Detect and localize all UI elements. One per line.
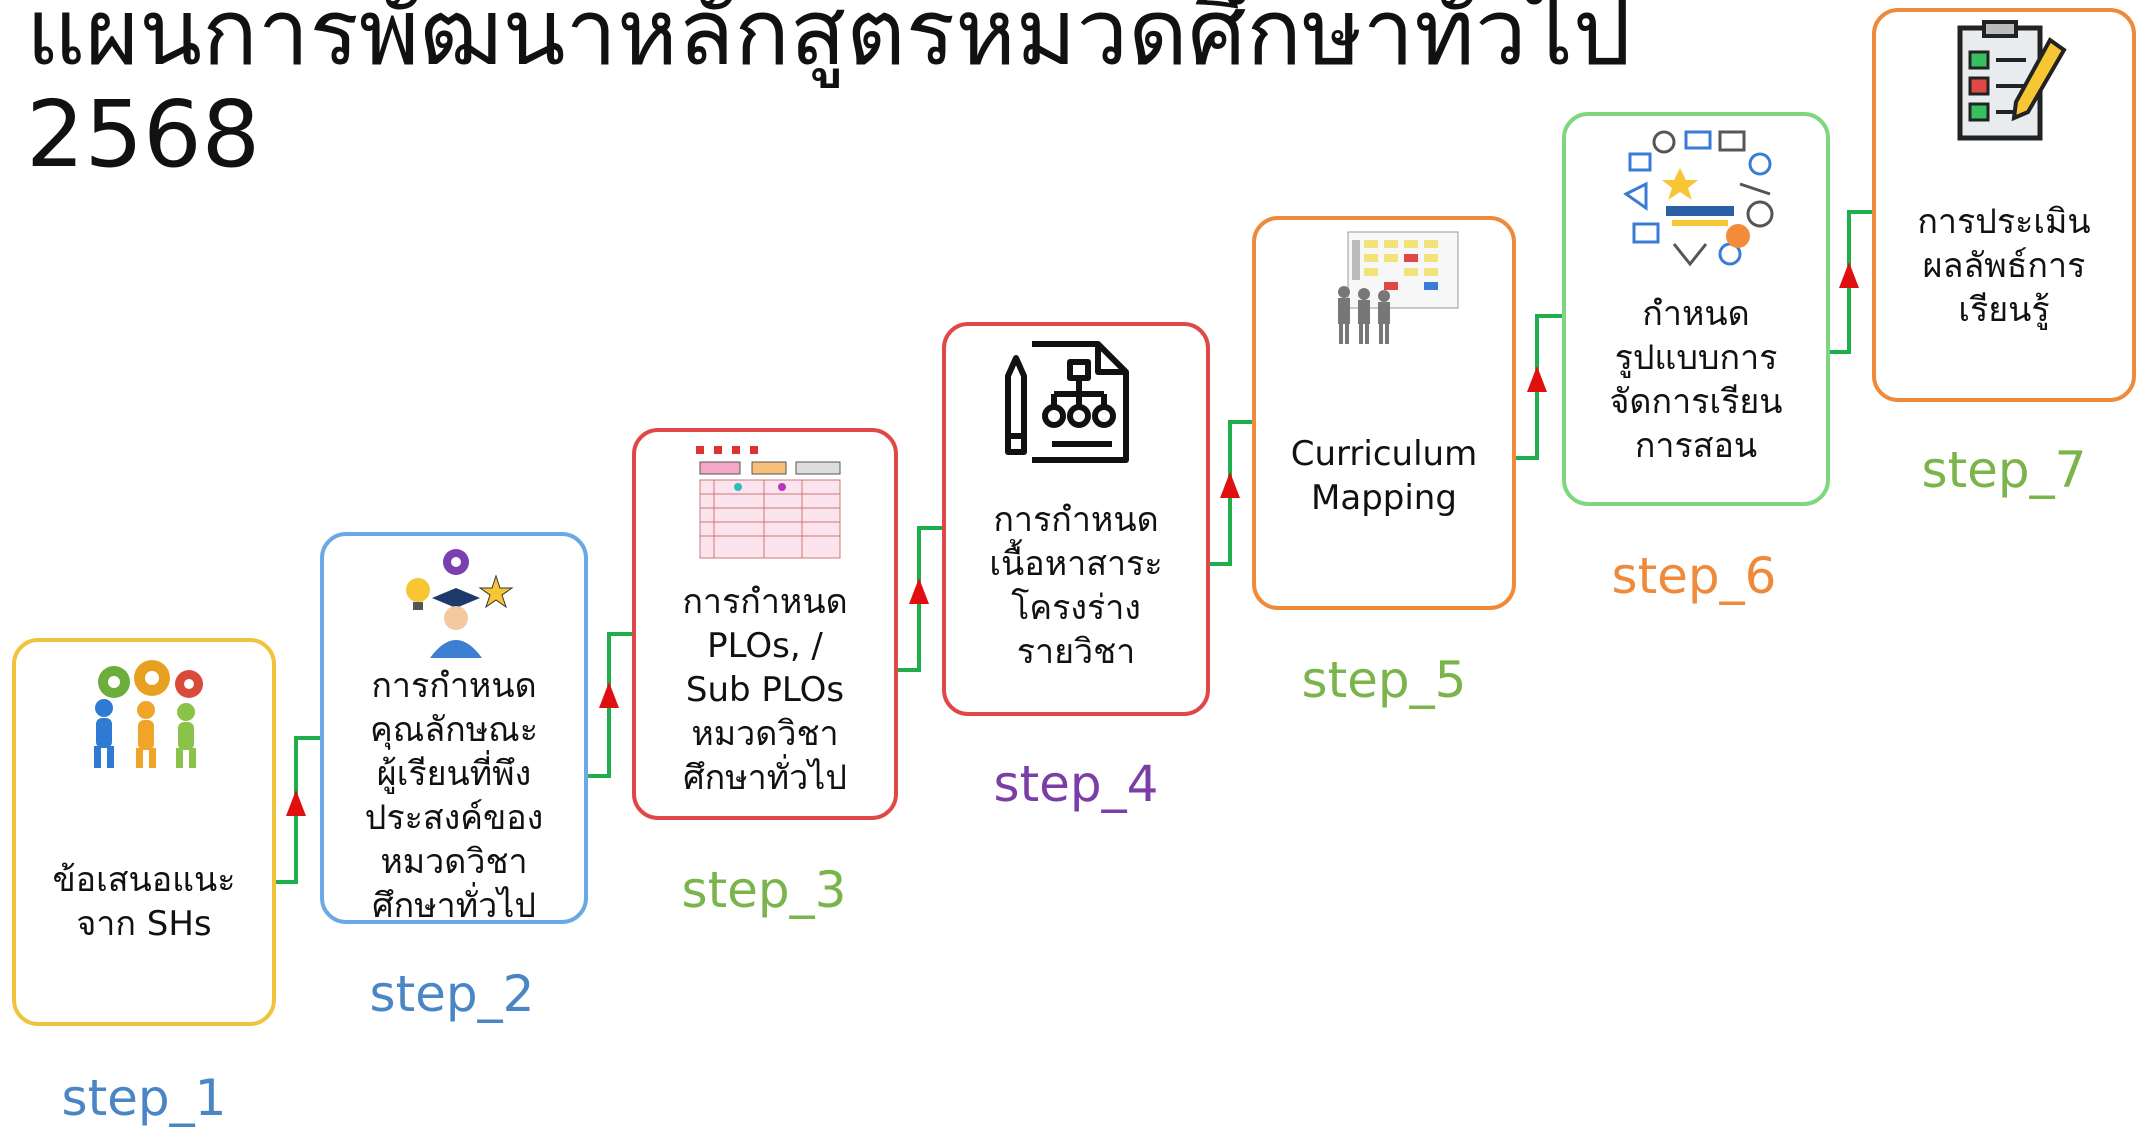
- step-3-text-line: PLOs, /: [707, 626, 823, 666]
- step-1-label: step_1: [61, 1069, 227, 1127]
- step-7-text-line: ผลลัพธ์การ: [1922, 246, 2086, 286]
- step-2-text-line: ศึกษาทั่วไป: [372, 886, 536, 926]
- step-2-text: การกำหนด คุณลักษณะ ผู้เรียนที่พึง ประสงค…: [324, 664, 584, 928]
- step-7-text: การประเมิน ผลลัพธ์การ เรียนรู้: [1876, 200, 2132, 332]
- teamwork-gears-icon: [94, 660, 203, 768]
- checklist-icon: [1957, 20, 2067, 141]
- step-4-label: step_4: [993, 755, 1159, 813]
- title-line-1: แผนการพัฒนาหลักสูตรหมวดศึกษาทั่วไป: [26, 0, 1632, 86]
- planning-board-icon: [1338, 231, 1459, 344]
- step-3-text-line: หมวดวิชา: [691, 714, 839, 754]
- arrow-up-6: [1839, 262, 1859, 288]
- step-7-card[interactable]: การประเมิน ผลลัพธ์การ เรียนรู้: [1872, 8, 2136, 402]
- step-5-text-line: Mapping: [1311, 478, 1457, 518]
- step-2-label: step_2: [369, 965, 535, 1023]
- step-3-label: step_3: [681, 861, 847, 919]
- step-6-text-line: การสอน: [1634, 426, 1758, 466]
- step-5-text-line: Curriculum: [1290, 434, 1478, 474]
- step-7-text-line: การประเมิน: [1917, 202, 2091, 242]
- arrow-up-2: [599, 682, 619, 708]
- step-2-text-line: หมวดวิชา: [380, 842, 528, 882]
- step-3-text-line: ศึกษาทั่วไป: [683, 758, 847, 798]
- step-3-card[interactable]: การกำหนด PLOs, / Sub PLOs หมวดวิชา ศึกษา…: [632, 428, 898, 820]
- step-2-text-line: คุณลักษณะ: [370, 710, 538, 750]
- step-6-label: step_6: [1611, 547, 1777, 605]
- step-4-card[interactable]: การกำหนด เนื้อหาสาระ โครงร่าง รายวิชา: [942, 322, 1210, 716]
- structure-document-icon: [1005, 341, 1129, 463]
- education-doodle-icon: [1623, 130, 1774, 267]
- step-4-text: การกำหนด เนื้อหาสาระ โครงร่าง รายวิชา: [946, 498, 1206, 674]
- step-7-label: step_7: [1921, 441, 2087, 499]
- step-5-card[interactable]: Curriculum Mapping: [1252, 216, 1516, 610]
- title-line-2: 2568: [26, 81, 261, 188]
- step-1-text-line: ข้อเสนอแนะ: [52, 860, 236, 900]
- step-3-text-line: Sub PLOs: [685, 670, 845, 710]
- step-6-text-line: กำหนด: [1642, 294, 1750, 334]
- step-4-text-line: การกำหนด: [993, 500, 1159, 540]
- arrow-up-3: [909, 578, 929, 604]
- step-2-card[interactable]: การกำหนด คุณลักษณะ ผู้เรียนที่พึง ประสงค…: [320, 532, 588, 926]
- step-6-card[interactable]: กำหนด รูปแบบการ จัดการเรียน การสอน: [1562, 112, 1830, 506]
- page-title: แผนการพัฒนาหลักสูตรหมวดศึกษาทั่วไป 2568: [26, 0, 1826, 186]
- step-3-text-line: การกำหนด: [682, 582, 848, 622]
- step-4-text-line: โครงร่าง: [1011, 588, 1141, 628]
- step-2-text-line: ประสงค์ของ: [364, 798, 544, 838]
- step-6-text-line: รูปแบบการ: [1614, 338, 1778, 378]
- step-6-text-line: จัดการเรียน: [1609, 382, 1783, 422]
- plo-table-icon: [696, 446, 841, 559]
- arrow-up-4: [1220, 472, 1240, 498]
- step-3-text: การกำหนด PLOs, / Sub PLOs หมวดวิชา ศึกษา…: [636, 580, 894, 800]
- step-2-text-line: ผู้เรียนที่พึง: [376, 754, 532, 794]
- graduate-ideas-icon: [406, 549, 514, 658]
- step-5-label: step_5: [1301, 651, 1467, 709]
- arrow-up-5: [1527, 366, 1547, 392]
- step-1-text: ข้อเสนอแนะ จาก SHs: [16, 858, 272, 946]
- step-6-text: กำหนด รูปแบบการ จัดการเรียน การสอน: [1566, 292, 1826, 468]
- step-7-text-line: เรียนรู้: [1958, 290, 2050, 330]
- step-1-card[interactable]: ข้อเสนอแนะ จาก SHs: [12, 638, 276, 1026]
- step-5-text: Curriculum Mapping: [1256, 432, 1512, 520]
- step-4-text-line: รายวิชา: [1016, 632, 1136, 672]
- step-4-text-line: เนื้อหาสาระ: [989, 544, 1163, 584]
- step-2-text-line: การกำหนด: [371, 666, 537, 706]
- step-1-text-line: จาก SHs: [76, 904, 212, 944]
- arrow-up-1: [286, 790, 306, 816]
